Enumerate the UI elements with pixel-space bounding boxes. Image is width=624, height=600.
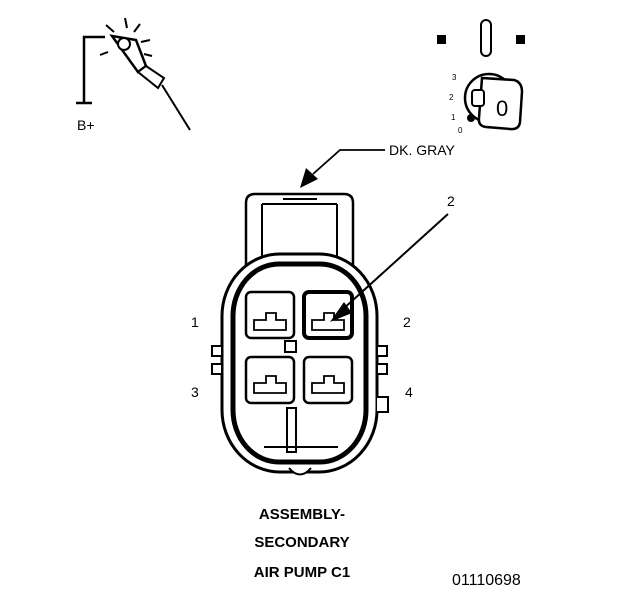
b-plus-label: B+ [77,117,95,133]
pin-label-4: 4 [405,384,413,400]
pin-cavity-2 [302,290,354,340]
pin-cavity-1 [244,290,296,340]
figure-id: 01110698 [452,572,521,589]
pin-label-1: 1 [191,314,199,330]
pin-label-3: 3 [191,384,199,400]
ignition-position-1: 1 [451,113,456,122]
connector-body [211,192,389,476]
key-position-label: 0 [496,96,508,121]
title-line-3: AIR PUMP C1 [254,564,350,581]
wire-color-leader [300,149,385,188]
ignition-key-icon [437,19,525,131]
pin-callout-arrow [330,213,449,322]
ignition-position-2: 2 [449,93,454,102]
ignition-position-0: 0 [458,126,463,135]
test-light-icon [76,17,191,131]
title-line-1: ASSEMBLY- [259,506,345,523]
title-line-2: SECONDARY [254,534,349,551]
pin-cavity-4 [302,355,354,405]
callout-pin-number: 2 [447,193,455,209]
pin-cavity-3 [244,355,296,405]
ignition-position-3: 3 [452,73,457,82]
wire-color-label: DK. GRAY [389,142,456,158]
pin-label-2: 2 [403,314,411,330]
